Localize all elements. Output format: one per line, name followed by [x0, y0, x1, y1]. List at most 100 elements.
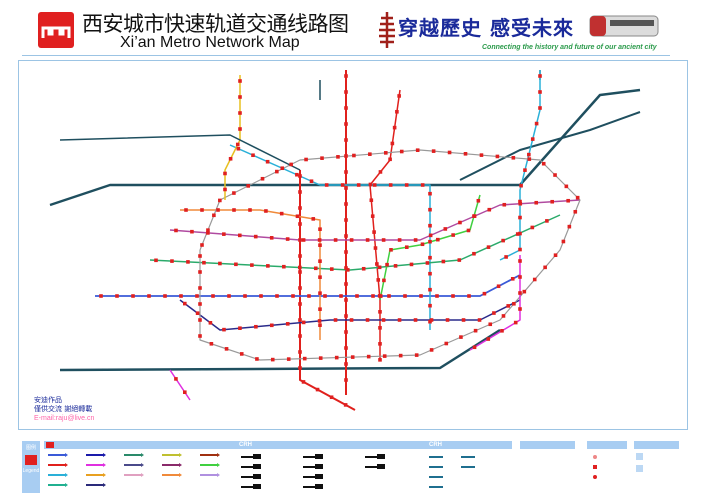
station-marker[interactable] — [318, 275, 322, 279]
station-marker[interactable] — [236, 146, 241, 151]
station-marker[interactable] — [344, 282, 348, 286]
station-marker[interactable] — [324, 183, 329, 187]
station-marker[interactable] — [206, 231, 210, 235]
station-marker[interactable] — [344, 298, 348, 302]
station-marker[interactable] — [298, 190, 302, 194]
station-marker[interactable] — [473, 328, 478, 333]
station-marker[interactable] — [365, 238, 370, 242]
station-marker[interactable] — [295, 172, 299, 177]
station-marker[interactable] — [482, 291, 487, 296]
station-marker[interactable] — [385, 262, 389, 267]
station-marker[interactable] — [131, 294, 135, 298]
station-marker[interactable] — [403, 294, 407, 298]
station-marker[interactable] — [202, 260, 206, 265]
station-marker[interactable] — [389, 248, 393, 252]
station-marker[interactable] — [561, 239, 566, 244]
station-marker[interactable] — [329, 395, 334, 400]
station-marker[interactable] — [318, 227, 322, 231]
station-marker[interactable] — [224, 347, 229, 351]
station-marker[interactable] — [376, 278, 381, 282]
station-marker[interactable] — [174, 377, 178, 381]
station-marker[interactable] — [541, 161, 546, 166]
station-marker[interactable] — [534, 200, 539, 205]
station-marker[interactable] — [216, 208, 220, 212]
station-marker[interactable] — [344, 202, 348, 206]
station-marker[interactable] — [280, 166, 285, 171]
station-marker[interactable] — [369, 198, 374, 203]
station-marker[interactable] — [222, 232, 226, 236]
station-marker[interactable] — [495, 154, 500, 159]
station-marker[interactable] — [232, 191, 236, 195]
station-marker[interactable] — [349, 318, 354, 322]
station-marker[interactable] — [318, 356, 323, 360]
station-marker[interactable] — [260, 176, 265, 181]
station-marker[interactable] — [428, 233, 433, 238]
station-marker[interactable] — [397, 238, 402, 242]
station-marker[interactable] — [238, 111, 242, 115]
station-marker[interactable] — [414, 353, 419, 357]
station-marker[interactable] — [518, 231, 522, 236]
station-marker[interactable] — [198, 334, 202, 338]
station-marker[interactable] — [472, 214, 476, 218]
station-marker[interactable] — [441, 259, 446, 264]
station-marker[interactable] — [420, 183, 425, 187]
station-marker[interactable] — [466, 228, 471, 233]
station-marker[interactable] — [501, 238, 505, 243]
station-marker[interactable] — [198, 270, 202, 274]
station-marker[interactable] — [211, 294, 215, 298]
station-marker[interactable] — [457, 258, 462, 262]
station-marker[interactable] — [317, 238, 322, 242]
station-marker[interactable] — [223, 187, 227, 192]
station-marker[interactable] — [458, 220, 462, 225]
station-marker[interactable] — [349, 238, 354, 242]
station-marker[interactable] — [519, 183, 523, 188]
station-marker[interactable] — [361, 266, 366, 271]
station-marker[interactable] — [222, 327, 226, 332]
station-marker[interactable] — [315, 387, 320, 392]
station-marker[interactable] — [269, 236, 274, 240]
station-marker[interactable] — [550, 199, 554, 204]
station-marker[interactable] — [115, 294, 119, 298]
station-marker[interactable] — [301, 238, 306, 242]
station-marker[interactable] — [530, 137, 535, 141]
station-marker[interactable] — [344, 138, 348, 142]
station-marker[interactable] — [313, 266, 318, 271]
station-marker[interactable] — [254, 324, 258, 329]
station-marker[interactable] — [298, 334, 302, 338]
station-marker[interactable] — [368, 182, 373, 187]
station-marker[interactable] — [333, 318, 338, 322]
station-marker[interactable] — [198, 254, 202, 258]
station-marker[interactable] — [344, 378, 348, 382]
station-marker[interactable] — [429, 348, 434, 352]
station-marker[interactable] — [298, 286, 302, 290]
station-marker[interactable] — [344, 74, 348, 78]
station-marker[interactable] — [479, 153, 484, 157]
station-marker[interactable] — [298, 302, 302, 306]
station-marker[interactable] — [445, 318, 450, 322]
station-marker[interactable] — [298, 350, 302, 354]
station-marker[interactable] — [269, 323, 274, 328]
station-marker[interactable] — [255, 357, 259, 361]
station-marker[interactable] — [472, 345, 477, 350]
station-marker[interactable] — [573, 209, 578, 214]
station-marker[interactable] — [344, 234, 348, 238]
station-marker[interactable] — [154, 258, 158, 263]
station-marker[interactable] — [344, 170, 348, 174]
station-marker[interactable] — [286, 357, 291, 361]
station-marker[interactable] — [237, 233, 242, 238]
station-marker[interactable] — [295, 214, 300, 219]
station-marker[interactable] — [350, 355, 355, 359]
station-marker[interactable] — [264, 209, 268, 213]
station-marker[interactable] — [318, 243, 322, 247]
station-marker[interactable] — [388, 183, 393, 187]
station-marker[interactable] — [377, 265, 382, 270]
station-marker[interactable] — [496, 284, 501, 289]
station-marker[interactable] — [298, 265, 302, 270]
station-marker[interactable] — [163, 294, 167, 298]
station-marker[interactable] — [198, 286, 202, 290]
station-marker[interactable] — [343, 403, 348, 407]
station-marker[interactable] — [285, 322, 290, 326]
station-marker[interactable] — [428, 287, 432, 292]
station-marker[interactable] — [170, 259, 174, 263]
station-marker[interactable] — [564, 184, 569, 189]
